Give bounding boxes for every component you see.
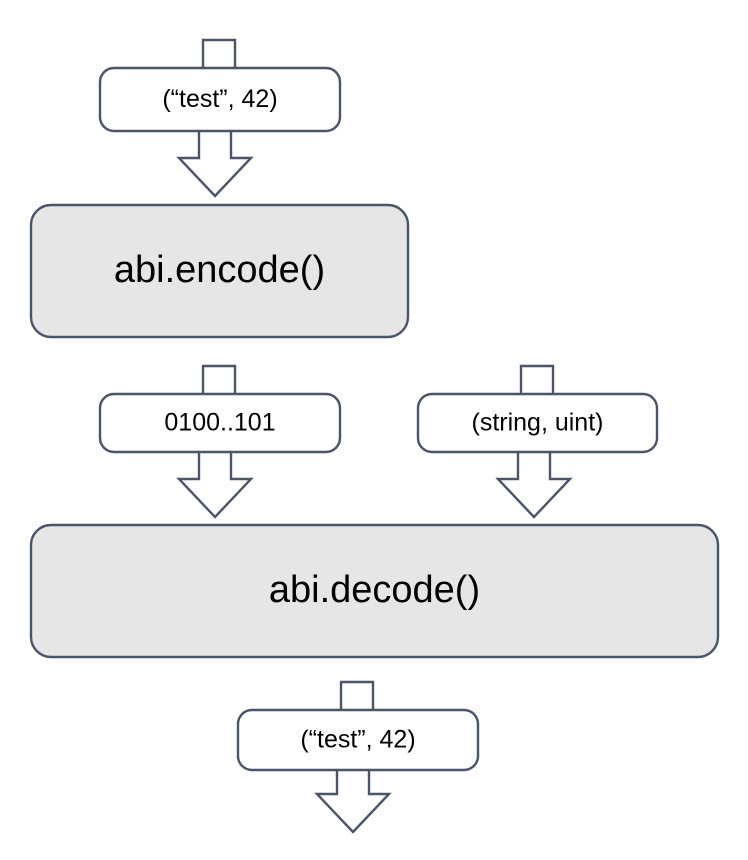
node-box-decode-types: [416, 392, 659, 454]
node-input-tuple: (“test”, 42): [98, 66, 342, 133]
node-label-output-tuple: (“test”, 42): [300, 726, 415, 754]
node-output-tuple: (“test”, 42): [236, 708, 480, 772]
node-decode-types: (string, uint): [416, 392, 659, 454]
connector-stub: [519, 364, 555, 396]
nodes-layer: (“test”, 42) abi.encode() 0100..101 (string…: [29, 66, 720, 772]
node-label-decode-types: (string, uint): [472, 409, 604, 437]
node-box-output-tuple: [236, 708, 480, 772]
connector-arrow: [314, 769, 392, 834]
node-box-abi-decode: [29, 523, 720, 659]
node-box-input-tuple: [98, 66, 342, 133]
node-encoded-bytes: 0100..101: [98, 392, 342, 454]
connector-arrow: [176, 130, 254, 198]
connector-arrow: [495, 451, 573, 519]
connector-stub: [201, 364, 237, 396]
connector-stub: [201, 38, 237, 70]
node-label-abi-decode: abi.decode(): [269, 569, 480, 611]
node-abi-encode: abi.encode(): [29, 203, 410, 339]
node-label-abi-encode: abi.encode(): [114, 249, 325, 291]
connector-arrow: [176, 451, 254, 519]
node-label-input-tuple: (“test”, 42): [162, 85, 277, 113]
node-label-encoded-bytes: 0100..101: [164, 409, 275, 437]
node-box-abi-encode: [29, 203, 410, 339]
connector-stub: [339, 680, 375, 712]
connectors-layer: [176, 38, 573, 834]
node-box-encoded-bytes: [98, 392, 342, 454]
node-abi-decode: abi.decode(): [29, 523, 720, 659]
